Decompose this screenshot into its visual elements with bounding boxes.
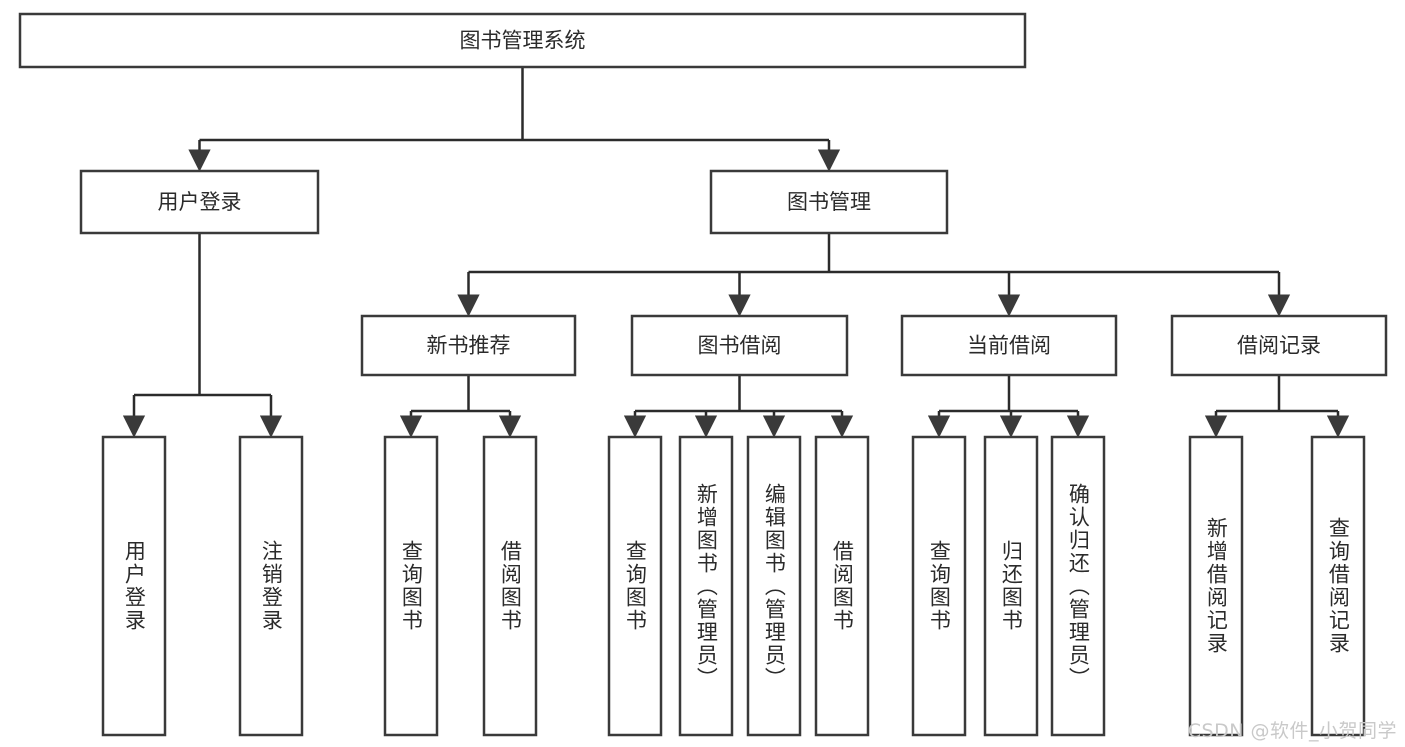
node-l3-借阅记录[interactable] [1170,314,1388,377]
node-leaf-新增借阅记录-11[interactable] [1188,435,1244,737]
node-leaf-借阅图书-7[interactable] [814,435,870,737]
node-root-图书管理系统[interactable] [18,12,1027,69]
node-label-l3-0: 新书推荐 [427,334,511,358]
node-l3-新书推荐[interactable] [360,314,577,377]
node-leaf-注销登录-1[interactable] [238,435,304,737]
node-leaf-查询借阅记录-12[interactable] [1310,435,1366,737]
node-leaf-确认归还管理员-10[interactable] [1050,435,1106,737]
node-l2-用户登录[interactable] [79,169,320,235]
node-label-l2-0: 用户登录 [158,190,242,214]
node-leaf-借阅图书-3[interactable] [482,435,538,737]
node-leaf-编辑图书管理员-6[interactable] [746,435,802,737]
node-label-root: 图书管理系统 [460,29,586,53]
node-l3-图书借阅[interactable] [630,314,849,377]
node-label-l3-1: 图书借阅 [698,334,782,358]
node-leaf-查询图书-4[interactable] [607,435,663,737]
csdn-watermark: CSDN @软件_小贺同学 [1187,720,1397,742]
node-leaf-归还图书-9[interactable] [983,435,1039,737]
node-label-l3-3: 借阅记录 [1237,334,1321,358]
node-leaf-查询图书-8[interactable] [911,435,967,737]
node-l3-当前借阅[interactable] [900,314,1118,377]
node-leaf-新增图书管理员-5[interactable] [678,435,734,737]
connector-layer [122,67,1350,438]
node-l2-图书管理[interactable] [709,169,949,235]
node-leaf-查询图书-2[interactable] [383,435,439,737]
node-leaf-用户登录-0[interactable] [101,435,167,737]
node-label-l3-2: 当前借阅 [967,334,1051,358]
node-box-layer [18,12,1388,737]
node-label-l2-1: 图书管理 [787,190,871,214]
